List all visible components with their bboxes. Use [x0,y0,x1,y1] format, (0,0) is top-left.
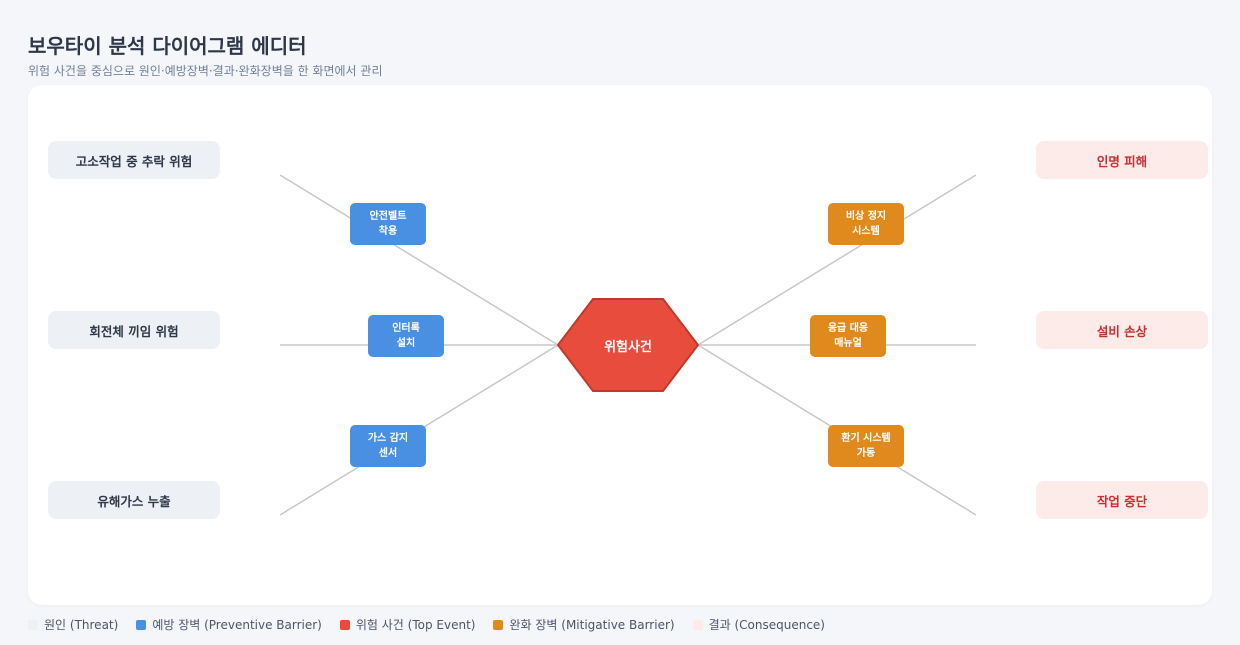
legend-label-preventive: 예방 장벽 (Preventive Barrier) [152,618,322,632]
connector-threat-1 [279,174,559,346]
diagram-canvas: 위험사건 고소작업 중 추락 위험 회전체 끼임 위험 유해가스 누출 안전벨트… [28,85,1212,605]
preventive-barrier-2[interactable]: 인터록 설치 [368,315,444,357]
legend-swatch-threat [28,619,38,630]
legend-label-threat: 원인 (Threat) [44,618,119,632]
legend-item-top-event: 위험 사건 (Top Event) [339,616,476,633]
consequence-node-1[interactable]: 인명 피해 [1036,141,1208,179]
legend-item-preventive: 예방 장벽 (Preventive Barrier) [136,616,322,633]
legend-item-mitigative: 완화 장벽 (Mitigative Barrier) [493,616,675,633]
legend-item-consequence: 결과 (Consequence) [692,616,825,633]
legend-swatch-mitigative [493,619,504,630]
legend-swatch-consequence [692,619,703,630]
legend: 원인 (Threat) 예방 장벽 (Preventive Barrier) 위… [28,616,825,633]
consequence-node-2[interactable]: 설비 손상 [1036,311,1208,349]
legend-label-consequence: 결과 (Consequence) [708,618,825,632]
mitigative-barrier-1[interactable]: 비상 정지 시스템 [828,203,904,245]
legend-swatch-top-event [339,619,350,630]
legend-swatch-preventive [136,619,147,630]
connector-consequence-1 [697,174,977,346]
preventive-barrier-3[interactable]: 가스 감지 센서 [350,425,426,467]
preventive-barrier-1[interactable]: 안전벨트 착용 [350,203,426,245]
consequence-node-3[interactable]: 작업 중단 [1036,481,1208,519]
page-title: 보우타이 분석 다이어그램 에디터 [28,34,307,58]
legend-label-mitigative: 완화 장벽 (Mitigative Barrier) [509,618,675,632]
page-subtitle: 위험 사건을 중심으로 원인·예방장벽·결과·완화장벽을 한 화면에서 관리 [28,64,383,78]
top-event-shape[interactable] [556,298,700,392]
legend-item-threat: 원인 (Threat) [28,616,118,633]
threat-node-1[interactable]: 고소작업 중 추락 위험 [48,141,220,179]
legend-label-top-event: 위험 사건 (Top Event) [355,618,476,632]
threat-node-3[interactable]: 유해가스 누출 [48,481,220,519]
mitigative-barrier-3[interactable]: 환기 시스템 가동 [828,425,904,467]
mitigative-barrier-2[interactable]: 응급 대응 매뉴얼 [810,315,886,357]
threat-node-2[interactable]: 회전체 끼임 위험 [48,311,220,349]
